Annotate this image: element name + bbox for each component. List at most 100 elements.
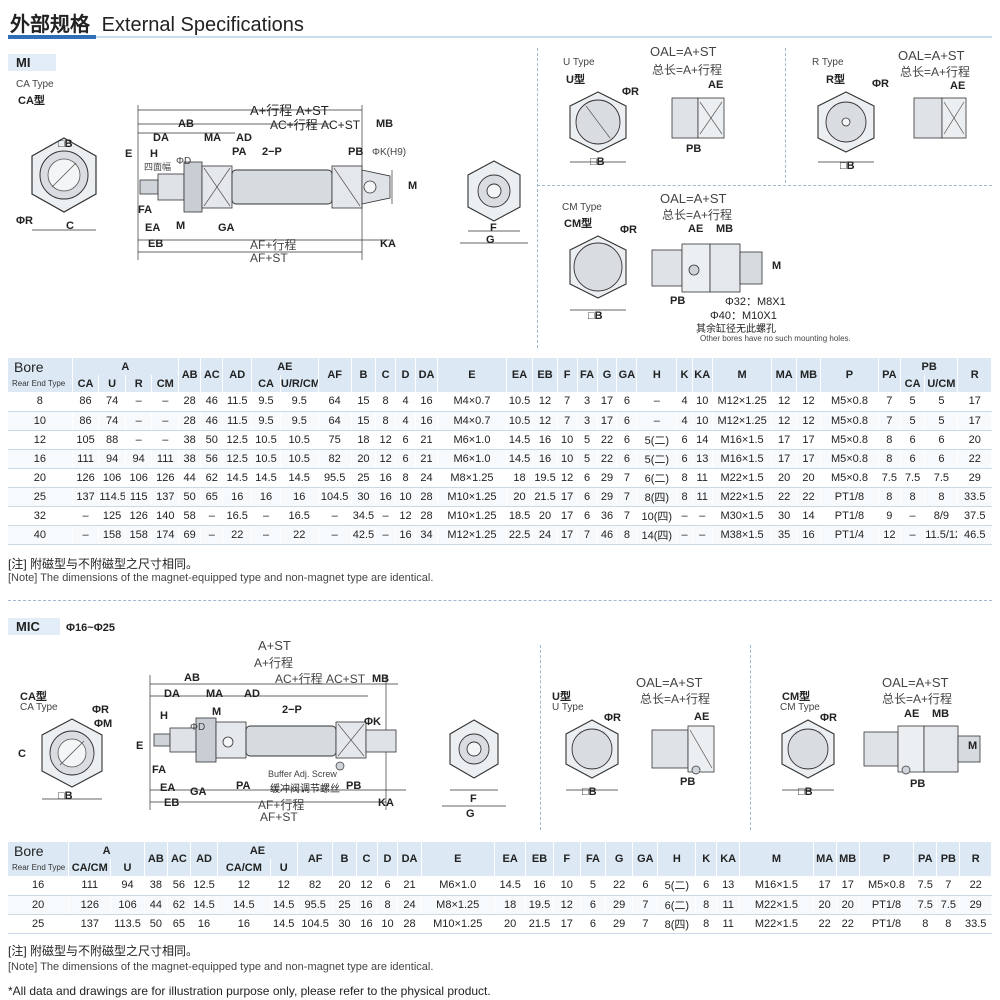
mi-table-cell: 16 [280, 487, 319, 507]
mic-header-da: DA [397, 842, 422, 876]
mi-r-type: R Type [812, 57, 844, 68]
mic-table-cell: M22×1.5 [739, 895, 814, 915]
mi-table-cell: 4 [395, 411, 416, 431]
mi-table-cell: 12 [532, 411, 558, 431]
mic-header-p: P [859, 842, 915, 876]
mi-dim-mb: MB [376, 118, 394, 130]
mic-rear-view [442, 719, 506, 807]
mi-table-cell: 8 [8, 392, 73, 412]
mi-u-type: U Type [563, 57, 595, 68]
mi-table-cell: 11 [692, 487, 713, 507]
mic-header-k: K [695, 842, 718, 876]
mi-table-cell: 14 [692, 430, 713, 450]
mic-header-ea: EA [494, 842, 527, 876]
mi-sub-a-ca: CA [72, 375, 100, 392]
mi-table-cell: – [251, 525, 281, 545]
mi-dim-ad: AD [236, 132, 252, 144]
mi-table-cell: 126 [125, 506, 153, 526]
mic-table-cell: 95.5 [297, 895, 334, 915]
mi-dim-2p: 2−P [262, 146, 282, 158]
mi-table-cell: 10.5 [506, 411, 534, 431]
mi-header-c: C [375, 358, 397, 392]
mi-table-cell: 37.5 [957, 506, 992, 526]
mi-table-cell: – [375, 506, 397, 526]
mic-u-cn: U型 [552, 691, 571, 703]
mic-header-r: R [959, 842, 992, 876]
mi-table-cell: 106 [98, 468, 126, 488]
mi-table-cell: 115 [125, 487, 153, 507]
mic-table-cell: 16 [356, 914, 378, 934]
mi-table-cell: 17 [557, 487, 578, 507]
mi-table-cell: 12.5 [222, 449, 253, 469]
mi-r-box-b: □B [840, 160, 855, 172]
mi-table-cell: 21.5 [532, 487, 558, 507]
mi-table-cell: 64 [318, 411, 352, 431]
mi-table-cell: 14.5 [506, 449, 534, 469]
mi-table-cell: 5 [900, 392, 926, 412]
mi-dim-ab: AB [178, 118, 194, 130]
mi-table-cell: 15 [351, 411, 377, 431]
mic-ca-c: C [18, 748, 26, 760]
mi-u-box-b: □B [590, 156, 605, 168]
mic-u-phi-r: ΦR [604, 712, 621, 724]
mic-table-cell: 25 [8, 914, 70, 934]
mi-table-cell: 6 [676, 449, 693, 469]
mi-ca-phi-r: ΦR [16, 215, 33, 227]
mi-header-g: G [597, 358, 618, 392]
mi-table-cell: 11.5 [222, 392, 253, 412]
mi-table-cell: 4 [395, 392, 416, 412]
mic-cm-front-view [781, 719, 835, 791]
mic-table-cell: 14.5 [217, 895, 271, 915]
mi-table-cell: 56 [200, 449, 224, 469]
mi-table-cell: 82 [318, 449, 352, 469]
mi-table-cell: 10 [557, 430, 578, 450]
mi-dim-h: H [150, 148, 158, 160]
mic-table-cell: 12 [217, 876, 271, 896]
mi-header-ae: AE [251, 358, 319, 375]
mic-table-cell: 7 [632, 895, 659, 915]
mi-header-r: R [957, 358, 992, 392]
mic-table-cell: 6 [695, 876, 718, 896]
mi-header-ab: AB [178, 358, 202, 392]
mi-table-cell: 3 [577, 411, 598, 431]
mi-table-cell: 19.5 [532, 468, 558, 488]
mic-table-cell: 6(二) [657, 895, 697, 915]
mi-table-cell: 8 [878, 449, 901, 469]
mi-table-cell: 75 [318, 430, 352, 450]
mi-table-cell: 30 [351, 487, 377, 507]
mi-header-m: M [712, 358, 773, 392]
page-header: 外部规格 External Specifications [0, 0, 1000, 42]
mi-table-cell: 137 [151, 487, 180, 507]
mi-table-cell: M12×1.25 [712, 392, 773, 412]
mi-table-cell: 7 [616, 487, 638, 507]
mi-table-cell: M6×1.0 [437, 449, 507, 469]
mic-ca-phi-m: ΦM [94, 718, 113, 730]
mi-table-cell: 42.5 [351, 525, 377, 545]
mi-r-phi-r: ΦR [872, 78, 889, 90]
mi-table-cell: 16 [375, 487, 397, 507]
mi-table-cell: 12 [796, 411, 822, 431]
mi-table-cell: – [125, 392, 153, 412]
mi-table-cell: 11.5/12 [924, 525, 959, 545]
mic-ca-front-view [41, 718, 103, 800]
mi-table-cell: 7 [878, 411, 901, 431]
mi-table-cell: 114.5 [98, 487, 126, 507]
mi-cm-oal-cn: 总长=A+行程 [662, 208, 733, 222]
mic-table-cell: M6×1.0 [421, 876, 495, 896]
mi-table-cell: 6 [616, 411, 638, 431]
mi-cm-ae: AE [688, 223, 704, 235]
mi-sub-ae-urcm: U/R/CM [280, 375, 319, 392]
mi-table-cell: 7 [557, 392, 578, 412]
mi-table-cell: 16 [8, 449, 73, 469]
mi-table-cell: 94 [98, 449, 126, 469]
mic-u-pb: PB [680, 776, 696, 788]
mi-table-cell: 126 [151, 468, 180, 488]
mi-divider-v [537, 48, 538, 348]
mi-table-cell: 8 [375, 411, 397, 431]
page-title-cn: 外部规格 [10, 14, 90, 36]
mi-table-cell: PT1/4 [820, 525, 879, 545]
mi-table-cell: M5×0.8 [820, 449, 879, 469]
